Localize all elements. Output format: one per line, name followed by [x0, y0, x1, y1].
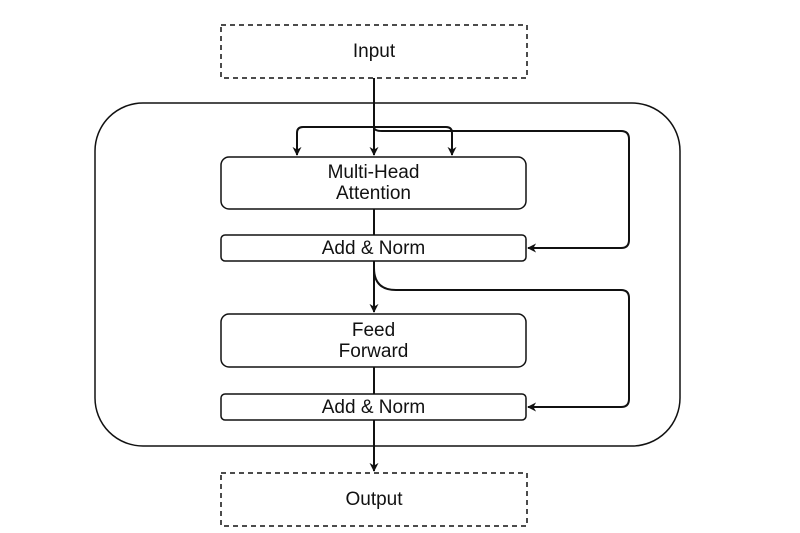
- input-box: [220, 24, 528, 79]
- multi-head-attention-label: Multi-Head Attention: [327, 162, 420, 204]
- output-label: Output: [345, 489, 403, 510]
- feed-forward-label: Feed Forward: [338, 319, 409, 362]
- attention-input-arrow-left: [292, 126, 374, 156]
- residual-arrow-2: [373, 267, 630, 412]
- output-box: [220, 472, 528, 527]
- add-norm-label-1: Add & Norm: [321, 237, 426, 259]
- input-label: Input: [352, 41, 396, 62]
- encoder-block: [94, 102, 681, 447]
- residual-arrow-1: [373, 126, 630, 253]
- add-norm-label-2: Add & Norm: [321, 396, 426, 418]
- attention-input-arrow-right: [374, 126, 457, 156]
